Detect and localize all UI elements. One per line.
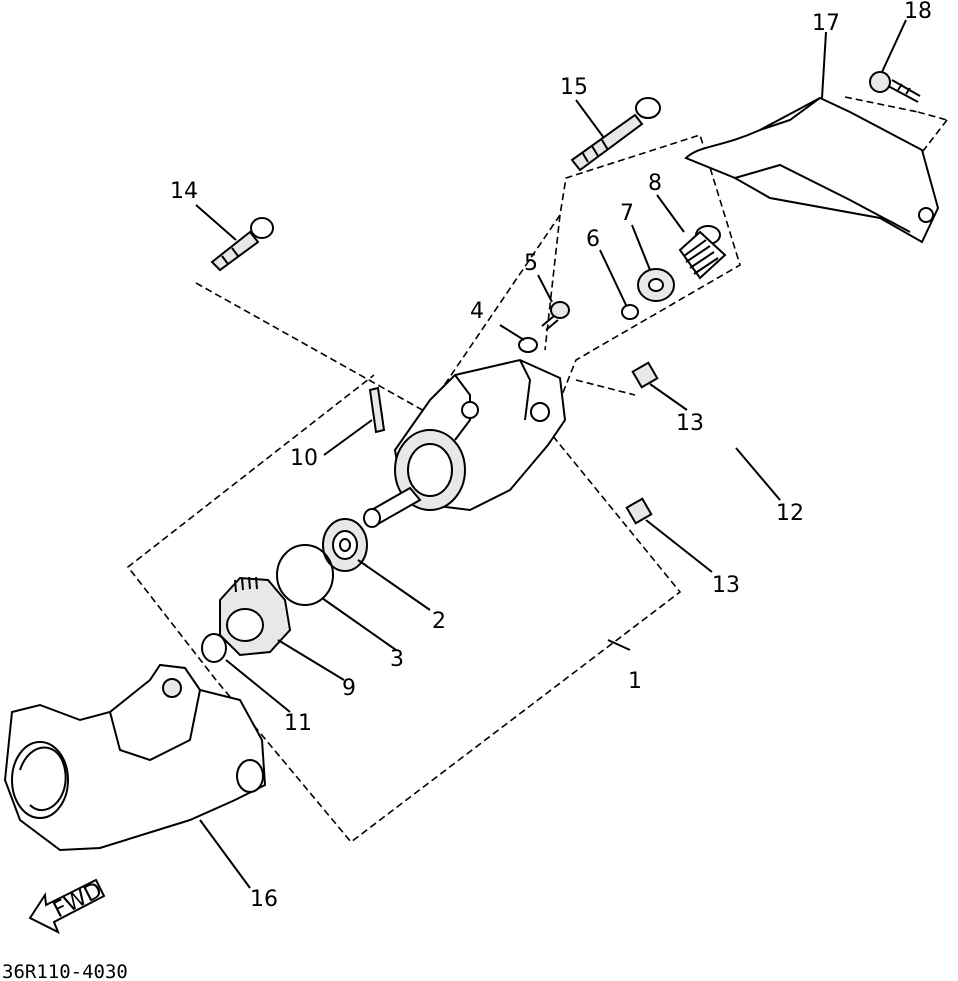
washer-6 <box>621 304 639 320</box>
callout-11: 11 <box>284 711 312 736</box>
callout-17: 17 <box>812 11 840 36</box>
screw-18 <box>869 71 921 103</box>
callout-18: 18 <box>904 0 932 24</box>
spring-8 <box>678 225 727 280</box>
guide-line-18c <box>919 119 948 156</box>
callout-13-lower: 13 <box>712 573 740 598</box>
callout-4: 4 <box>470 299 484 324</box>
bolt-15 <box>570 97 661 172</box>
pump-shaft <box>363 486 422 528</box>
clip-11 <box>201 633 227 663</box>
housing-16 <box>3 663 267 852</box>
callout-7: 7 <box>620 201 634 226</box>
bolt-14 <box>210 217 274 272</box>
connector-13-upper <box>631 361 659 389</box>
callout-16: 16 <box>250 887 278 912</box>
pin-10 <box>368 386 386 434</box>
leader-lines <box>195 19 907 889</box>
callout-12: 12 <box>776 501 804 526</box>
callout-13-upper: 13 <box>676 411 704 436</box>
washer-4 <box>518 337 538 353</box>
callout-9: 9 <box>342 676 356 701</box>
callout-10: 10 <box>290 446 318 471</box>
fwd-arrow-icon: FWD <box>28 878 106 935</box>
bearing-2 <box>322 518 368 572</box>
callout-14: 14 <box>170 179 198 204</box>
drawing-code: 36R110-4030 <box>2 961 128 981</box>
screw-5 <box>541 301 570 331</box>
cover-17 <box>684 96 940 244</box>
callout-15: 15 <box>560 75 588 100</box>
guide-line-13 <box>575 379 636 396</box>
connector-13-lower <box>625 497 653 525</box>
callout-3: 3 <box>390 647 404 672</box>
callout-2: 2 <box>432 609 446 634</box>
guide-line-18b <box>917 111 948 121</box>
callout-6: 6 <box>586 227 600 252</box>
oil-pump-body <box>393 358 567 512</box>
callout-8: 8 <box>648 171 662 196</box>
callout-5: 5 <box>524 251 538 276</box>
o-ring-3 <box>276 544 334 606</box>
fwd-label: FWD <box>49 878 106 924</box>
gear-9 <box>219 576 292 657</box>
callout-1: 1 <box>628 669 642 694</box>
guide-line-18 <box>844 96 919 113</box>
